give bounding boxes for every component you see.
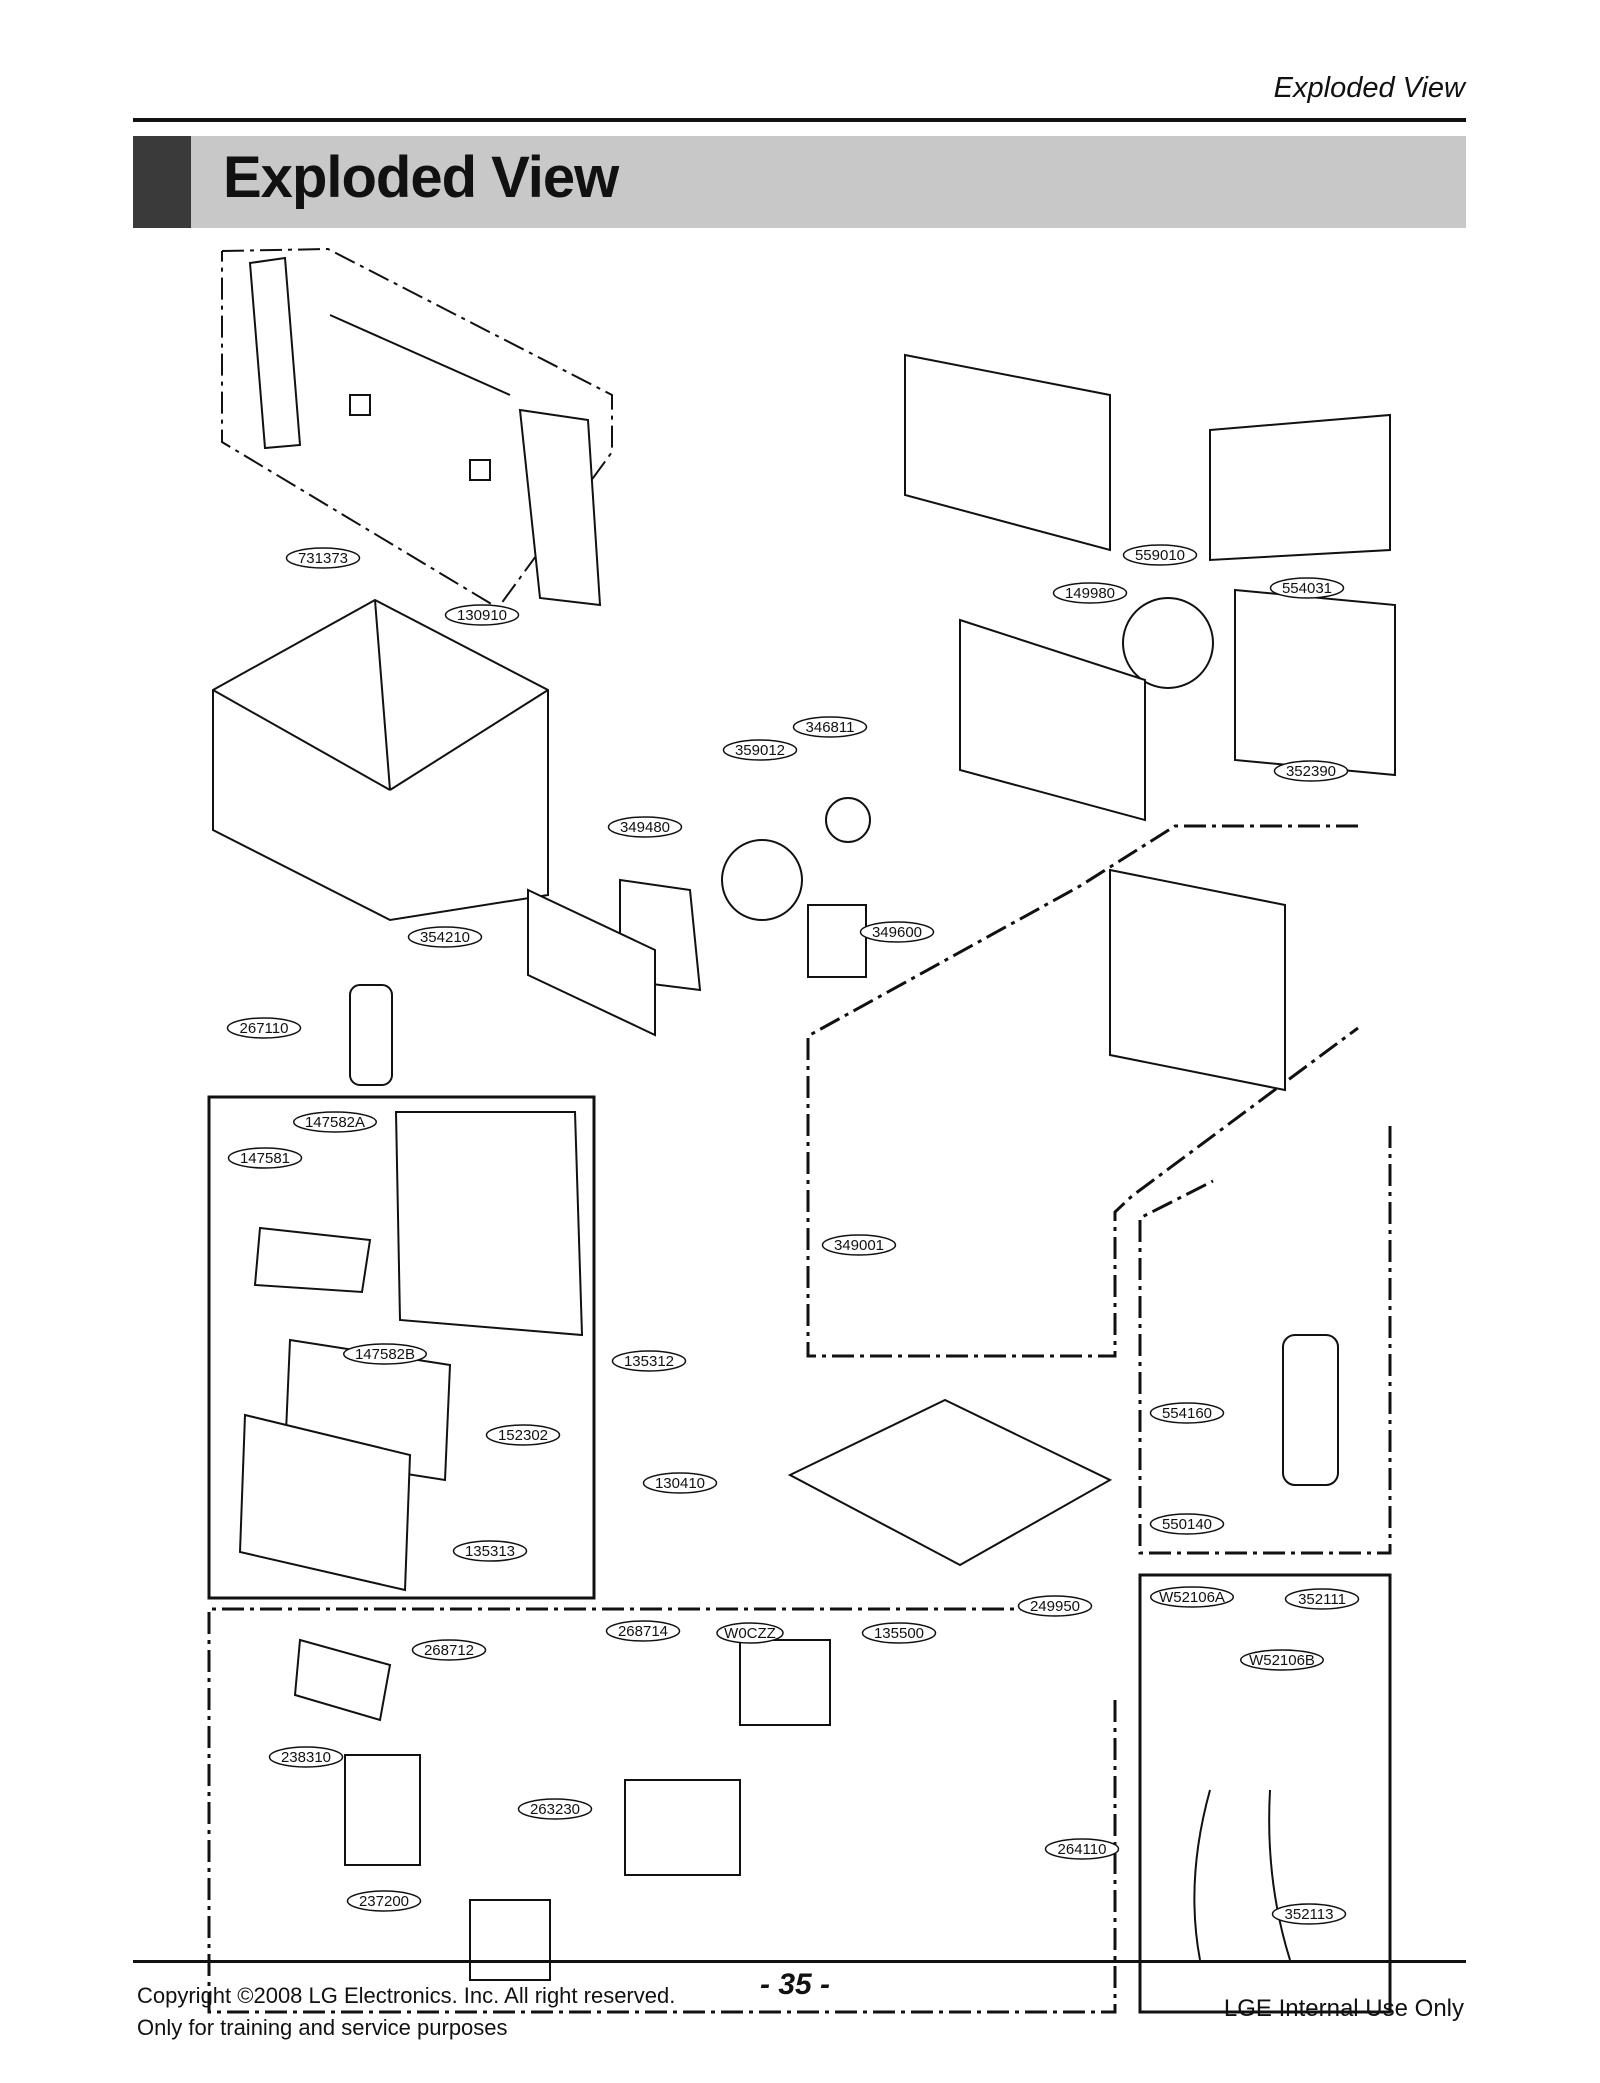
part-label-w0czz: W0CZZ: [716, 1622, 784, 1644]
copyright-line-2: Only for training and service purposes: [137, 2015, 508, 2040]
part-label-268712: 268712: [411, 1639, 487, 1661]
part-label-152302: 152302: [485, 1424, 561, 1446]
copyright-line-1: Copyright ©2008 LG Electronics. Inc. All…: [137, 1983, 676, 2008]
part-label-text: 550140: [1162, 1516, 1212, 1533]
part-label-text: 135313: [465, 1543, 515, 1560]
part-label-text: 349480: [620, 819, 670, 836]
group-outline-tubing: [1138, 1573, 1392, 2014]
part-label-text: 149980: [1065, 585, 1115, 602]
part-label-text: 554031: [1282, 580, 1332, 597]
part-label-text: 135312: [624, 1353, 674, 1370]
part-label-text: 349600: [872, 924, 922, 941]
part-label-text: 135500: [874, 1625, 924, 1642]
part-label-text: 237200: [359, 1893, 409, 1910]
part-label-w52106a: W52106A: [1150, 1586, 1234, 1608]
part-label-268714: 268714: [605, 1620, 681, 1642]
part-label-237200: 237200: [346, 1890, 422, 1912]
part-label-text: 268712: [424, 1642, 474, 1659]
part-number-callouts: 731373 130910 559010 149980 554031 346811 3590…: [226, 544, 1360, 1925]
part-label-147581: 147581: [227, 1147, 303, 1169]
part-label-354210: 354210: [407, 926, 483, 948]
page-number: - 35 -: [760, 1968, 831, 2001]
part-label-text: 731373: [298, 550, 348, 567]
part-label-text: 268714: [618, 1623, 668, 1640]
part-label-text: W52106B: [1249, 1652, 1315, 1669]
part-label-text: 352390: [1286, 763, 1336, 780]
electrical-parts: [293, 1638, 831, 1981]
part-label-349001: 349001: [821, 1234, 897, 1256]
part-label-249950: 249950: [1017, 1595, 1093, 1617]
group-outline-compressor: [1138, 1126, 1392, 1555]
part-label-352390: 352390: [1273, 760, 1349, 782]
page-title: Exploded View: [223, 145, 619, 210]
part-label-text: 354210: [420, 929, 470, 946]
part-label-text: 554160: [1162, 1405, 1212, 1422]
part-label-text: 130410: [655, 1475, 705, 1492]
part-label-text: W0CZZ: [724, 1625, 776, 1642]
part-label-346811: 346811: [792, 716, 868, 738]
part-label-550140: 550140: [1149, 1513, 1225, 1535]
part-label-text: 352113: [1285, 1906, 1334, 1923]
part-label-264110: 264110: [1044, 1838, 1120, 1860]
part-label-w52106b: W52106B: [1240, 1649, 1324, 1671]
group-outline-chassis: [806, 824, 1359, 1358]
cabinet-part: [212, 598, 549, 922]
part-label-147582b: 147582B: [343, 1343, 427, 1365]
group-outline-front-panel: [207, 1095, 596, 1600]
part-label-text: 147582B: [355, 1346, 415, 1363]
compressor-parts: [1282, 1334, 1339, 1486]
part-label-text: 147581: [240, 1150, 290, 1167]
part-label-text: 130910: [457, 607, 507, 624]
part-label-text: 147582A: [305, 1114, 365, 1131]
part-label-349600: 349600: [859, 921, 935, 943]
part-label-text: 352111: [1298, 1591, 1346, 1608]
part-label-359012: 359012: [722, 739, 798, 761]
part-label-238310: 238310: [268, 1746, 344, 1768]
part-label-text: 559010: [1135, 547, 1185, 564]
part-label-130410: 130410: [642, 1472, 718, 1494]
part-label-267110: 267110: [226, 1017, 302, 1039]
part-label-130910: 130910: [444, 604, 520, 626]
part-label-352113: 352113: [1271, 1903, 1347, 1925]
part-label-text: W52106A: [1159, 1589, 1225, 1606]
group-outline-electrical: [207, 1607, 1117, 2014]
running-header: Exploded View: [1273, 72, 1465, 104]
remote-control-part: [349, 984, 393, 1086]
part-label-554160: 554160: [1149, 1402, 1225, 1424]
window-frame-parts: [248, 256, 602, 607]
group-outline-window-frame: [221, 247, 613, 610]
header-rule: [133, 118, 1466, 122]
part-label-text: 263230: [530, 1801, 580, 1818]
base-pan-part: [787, 1398, 1113, 1567]
part-label-135312: 135312: [611, 1350, 687, 1372]
tubing-parts: [1193, 1789, 1291, 1961]
front-grille-parts: [238, 1111, 584, 1592]
part-label-263230: 263230: [517, 1798, 593, 1820]
part-label-554031: 554031: [1269, 577, 1345, 599]
copyright-notice: Copyright ©2008 LG Electronics. Inc. All…: [137, 1980, 675, 2044]
part-label-731373: 731373: [285, 547, 361, 569]
part-label-text: 349001: [834, 1237, 884, 1254]
part-label-349480: 349480: [607, 816, 683, 838]
part-label-352111: 352111: [1284, 1588, 1360, 1610]
footer-rule: [133, 1960, 1466, 1963]
part-label-135313: 135313: [452, 1540, 528, 1562]
part-label-135500: 135500: [861, 1622, 937, 1644]
title-accent-block: [133, 136, 191, 228]
part-label-text: 238310: [281, 1749, 331, 1766]
part-label-text: 249950: [1030, 1598, 1080, 1615]
part-label-559010: 559010: [1122, 544, 1198, 566]
part-label-147582a: 147582A: [293, 1111, 377, 1133]
part-label-text: 267110: [240, 1020, 289, 1037]
title-band: Exploded View: [133, 136, 1466, 228]
part-label-149980: 149980: [1052, 582, 1128, 604]
part-label-text: 152302: [498, 1427, 548, 1444]
internal-use-note: LGE Internal Use Only: [1223, 1995, 1464, 2022]
part-label-text: 359012: [735, 742, 785, 759]
fan-and-shroud-parts: [904, 353, 1286, 1092]
coil-parts: [527, 413, 1396, 1037]
part-label-text: 264110: [1058, 1841, 1107, 1858]
part-label-text: 346811: [806, 719, 855, 736]
